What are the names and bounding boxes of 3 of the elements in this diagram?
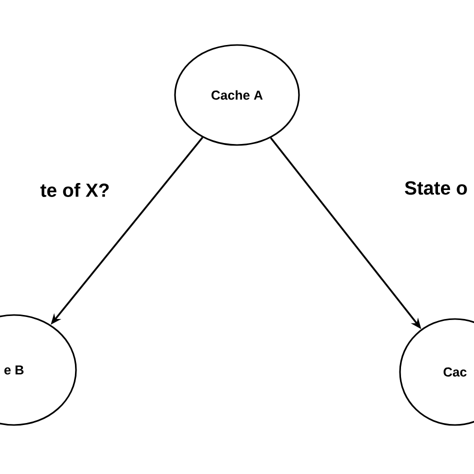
ellipse-node: Cache A — [174, 44, 300, 146]
edge-label: State o — [404, 181, 467, 195]
edge-label: te of X? — [40, 183, 109, 197]
